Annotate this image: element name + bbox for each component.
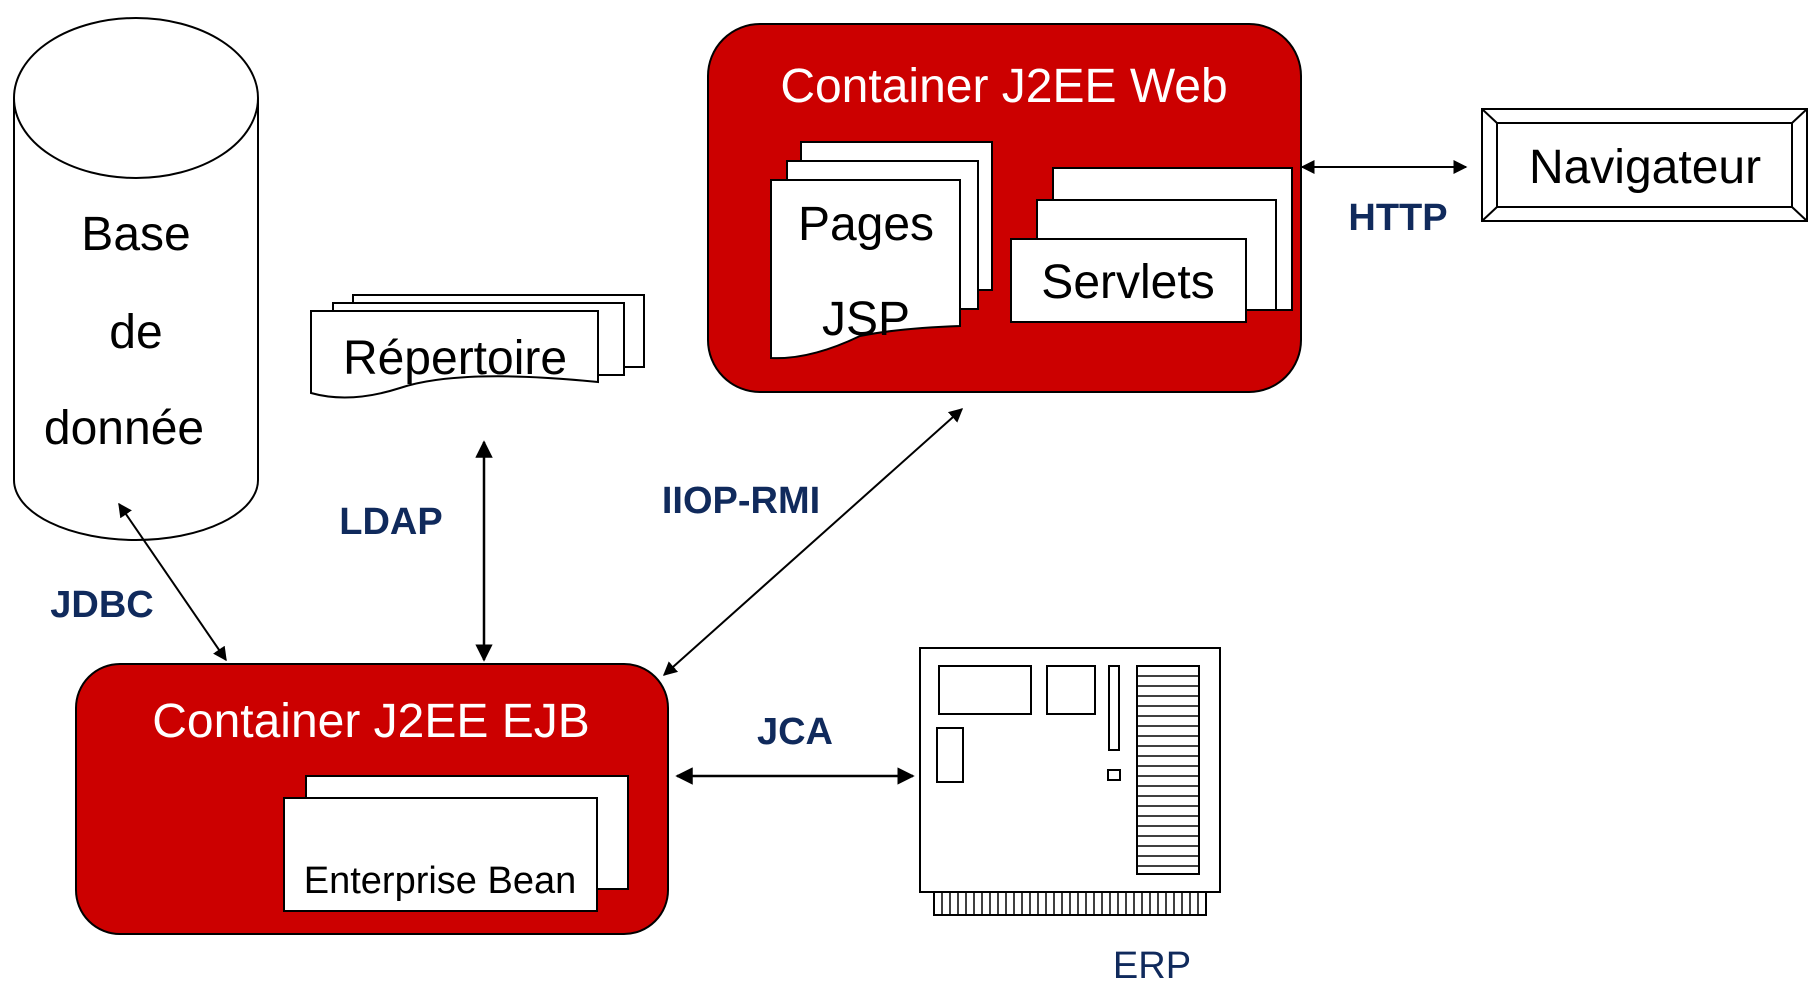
enterprise-bean-label: Enterprise Bean bbox=[304, 860, 577, 902]
servlets-stack: Servlets bbox=[1010, 167, 1293, 323]
jdbc-label: JDBC bbox=[50, 584, 153, 626]
ldap-label: LDAP bbox=[339, 501, 442, 543]
jdbc-connector bbox=[118, 502, 227, 662]
ejb-container-title: Container J2EE EJB bbox=[152, 695, 590, 748]
circuit-board-icon bbox=[919, 647, 1221, 916]
ejb-container: Container J2EE EJB Enterprise Bean bbox=[75, 663, 669, 935]
database-label-line2: de bbox=[109, 306, 162, 359]
jsp-pages-label-line2: JSP bbox=[822, 293, 910, 346]
http-label: HTTP bbox=[1348, 197, 1447, 239]
iiop-rmi-connector bbox=[662, 408, 964, 676]
database-label-line3: donnée bbox=[44, 402, 204, 455]
iiop-rmi-label: IIOP-RMI bbox=[662, 480, 820, 522]
directory-documents: Répertoire bbox=[310, 294, 645, 399]
database-label-line1: Base bbox=[81, 208, 190, 261]
servlets-label: Servlets bbox=[1041, 256, 1214, 309]
erp-label: ERP bbox=[1113, 945, 1191, 983]
web-container: Container J2EE Web Pages JSP Servlets bbox=[707, 23, 1302, 393]
browser-box: Navigateur bbox=[1481, 108, 1808, 222]
enterprise-bean-documents: Enterprise Bean bbox=[283, 775, 629, 912]
jsp-pages-documents: Pages JSP bbox=[770, 141, 993, 360]
jsp-pages-label-line1: Pages bbox=[798, 198, 934, 251]
web-container-title: Container J2EE Web bbox=[780, 60, 1227, 113]
database-cylinder: Base de donnée bbox=[13, 17, 259, 541]
jca-label: JCA bbox=[757, 711, 833, 753]
browser-label: Navigateur bbox=[1529, 141, 1761, 194]
directory-label: Répertoire bbox=[343, 332, 567, 385]
